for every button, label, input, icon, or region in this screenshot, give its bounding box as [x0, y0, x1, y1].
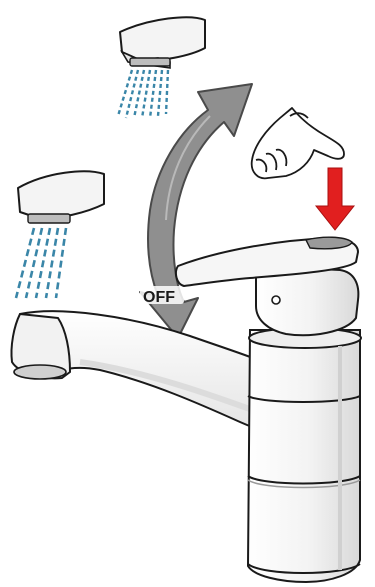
spray-spout-icon: [118, 17, 205, 118]
off-text: OFF: [143, 289, 175, 306]
jet-water: [16, 228, 66, 298]
jet-spout-icon: [16, 171, 104, 298]
spray-water: [118, 70, 168, 118]
indicator-dot: [272, 296, 280, 304]
press-arrow: [316, 168, 354, 230]
faucet-lever: [176, 237, 358, 335]
faucet-body: [248, 328, 361, 582]
